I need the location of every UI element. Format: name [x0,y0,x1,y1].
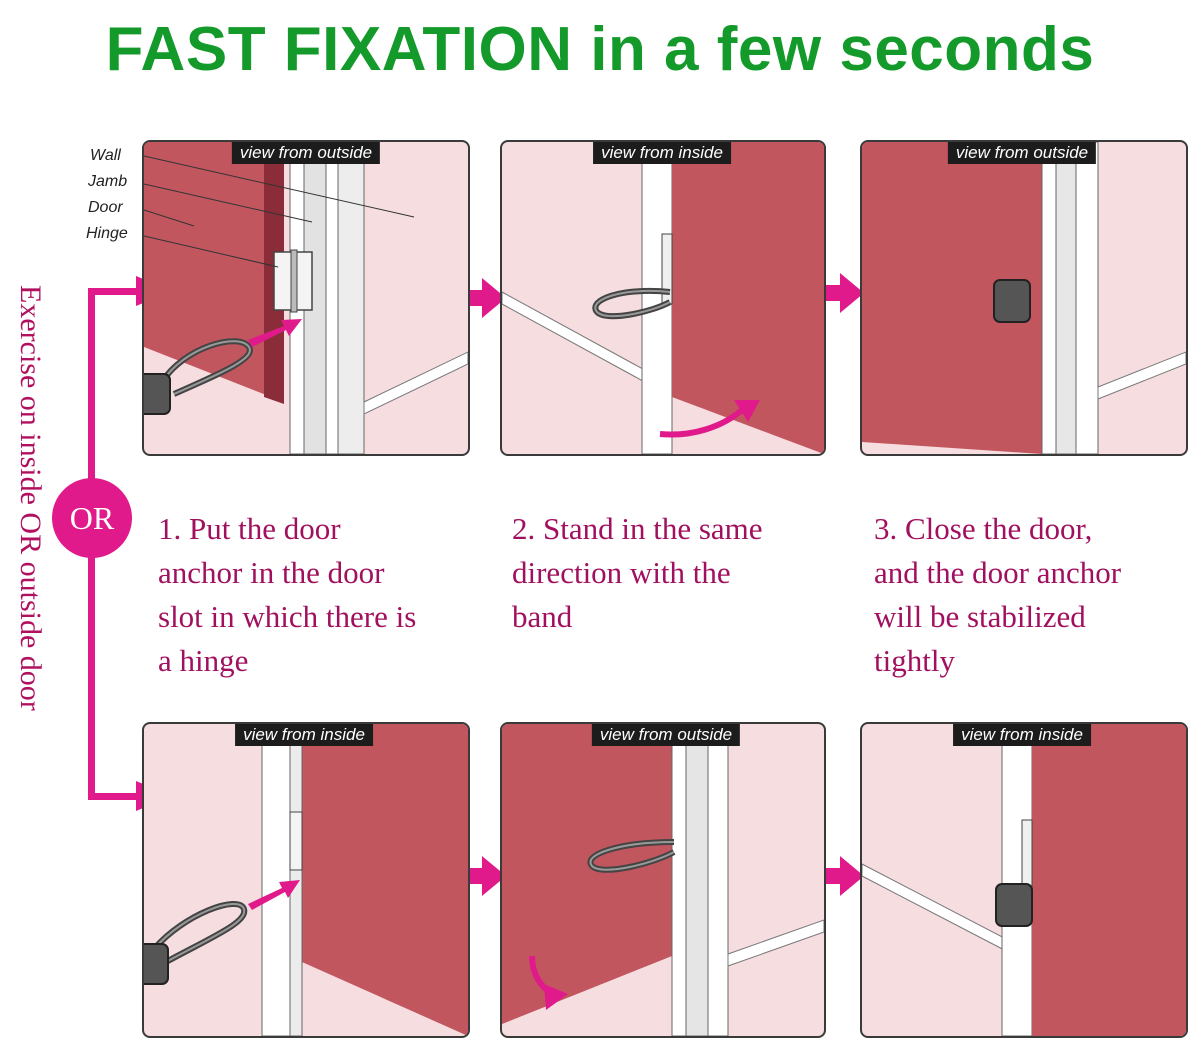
label-wall: Wall [90,147,121,164]
label-jamb: Jamb [87,173,127,190]
view-tag: view from inside [593,142,731,164]
door-outside-illustration [502,724,824,1036]
door-inside-illustration [502,142,824,454]
label-door: Door [88,199,123,216]
view-tag: view from outside [591,724,741,746]
band-loop-icon [587,839,676,873]
hinge-icon [273,249,313,313]
step2-text: 2. Stand in the same direction with the … [512,511,763,634]
door-closed-illustration [862,142,1186,454]
door-anchor-icon [144,338,253,415]
view-tag: view from inside [953,724,1091,746]
door-anchor-icon [144,901,248,985]
door-inside-illustration [144,724,468,1036]
view-tag: view from inside [235,724,373,746]
panel-alt3-inside: view from inside [860,722,1188,1038]
door-closed-illustration [862,724,1186,1036]
view-tag: view from outside [947,142,1097,164]
door-anchor-icon [993,279,1031,323]
panel-step2-inside: view from inside [500,140,826,456]
band-loop-icon [592,287,672,320]
panel-step1-outside: view from outside [142,140,470,456]
panel-step3-outside: view from outside [860,140,1188,456]
panel-alt2-outside: view from outside [500,722,826,1038]
step3-text: 3. Close the door, and the door anchor w… [874,511,1122,678]
or-badge: OR [52,478,132,558]
part-labels: Wall Jamb Door Hinge [86,147,128,242]
step1-text: 1. Put the door anchor in the door slot … [158,511,417,678]
page-title: FAST FIXATION in a few seconds [105,15,1095,84]
panel-alt1-inside: view from inside [142,722,470,1038]
door-anchor-icon [995,883,1033,927]
view-tag: view from outside [231,142,381,164]
label-hinge: Hinge [86,225,128,242]
door-outside-illustration [144,142,468,454]
